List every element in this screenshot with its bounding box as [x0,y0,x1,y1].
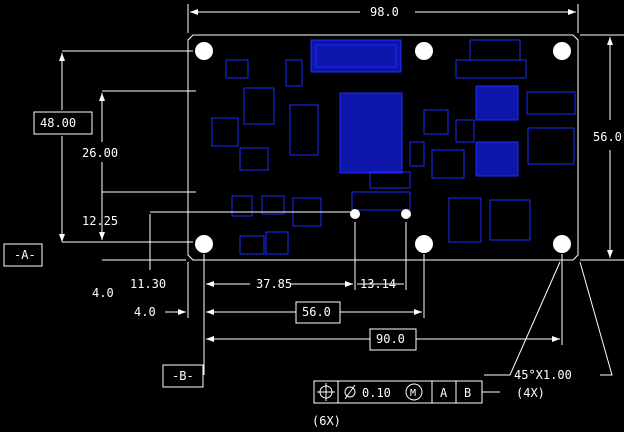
mounting-hole-tl [195,42,213,60]
chamfer-callout: 45°X1.00 [514,368,572,382]
dim-overall-height: 56.0 [593,130,622,144]
dim-overall-width: 98.0 [370,5,399,19]
dim-4-horizontal: 4.0 [134,305,156,319]
fcf-count: (6X) [312,414,341,428]
mounting-hole-tm [415,42,433,60]
datum-a-box [3,243,43,267]
dim-90: 90.0 [376,332,405,346]
diameter-icon [344,384,356,400]
mounting-holes [195,42,571,253]
dim-56: 56.0 [302,305,331,319]
mounting-hole-bl [195,235,213,253]
fcf-datum-a: A [440,386,448,400]
fcf-modifier: M [410,388,416,399]
fcf-datum-b: B [464,386,471,400]
dim-1130: 11.30 [130,277,166,291]
datum-a: -A- [14,248,36,262]
dim-4-vertical: 4.0 [92,286,114,300]
chamfer-count: (4X) [516,386,545,400]
small-hole-a [350,209,360,219]
feature-control-frame: 0.10 M A B (6X) [312,380,483,428]
dim-90-box [369,328,417,351]
dim-56-box [295,301,341,324]
small-hole-b [401,209,411,219]
dim-3785: 37.85 [256,277,292,291]
dim-26: 26.00 [82,146,118,160]
datum-b: -B- [172,369,194,383]
mounting-hole-tr [553,42,571,60]
dimension-labels: 98.0 56.0 48.00 26.00 12.25 4.0 11.30 37… [3,5,622,400]
dim-48-box [33,111,93,135]
dim-48: 48.00 [40,116,76,130]
component-layer [211,39,576,255]
dim-1225: 12.25 [82,214,118,228]
position-icon [317,383,335,401]
mmc-modifier-icon [405,383,423,401]
dimension-lines [59,4,624,393]
dim-1314: 13.14 [360,277,396,291]
mounting-hole-br [553,235,571,253]
mounting-hole-bm [415,235,433,253]
datum-b-box [162,364,204,388]
fcf-tolerance: 0.10 [362,386,391,400]
